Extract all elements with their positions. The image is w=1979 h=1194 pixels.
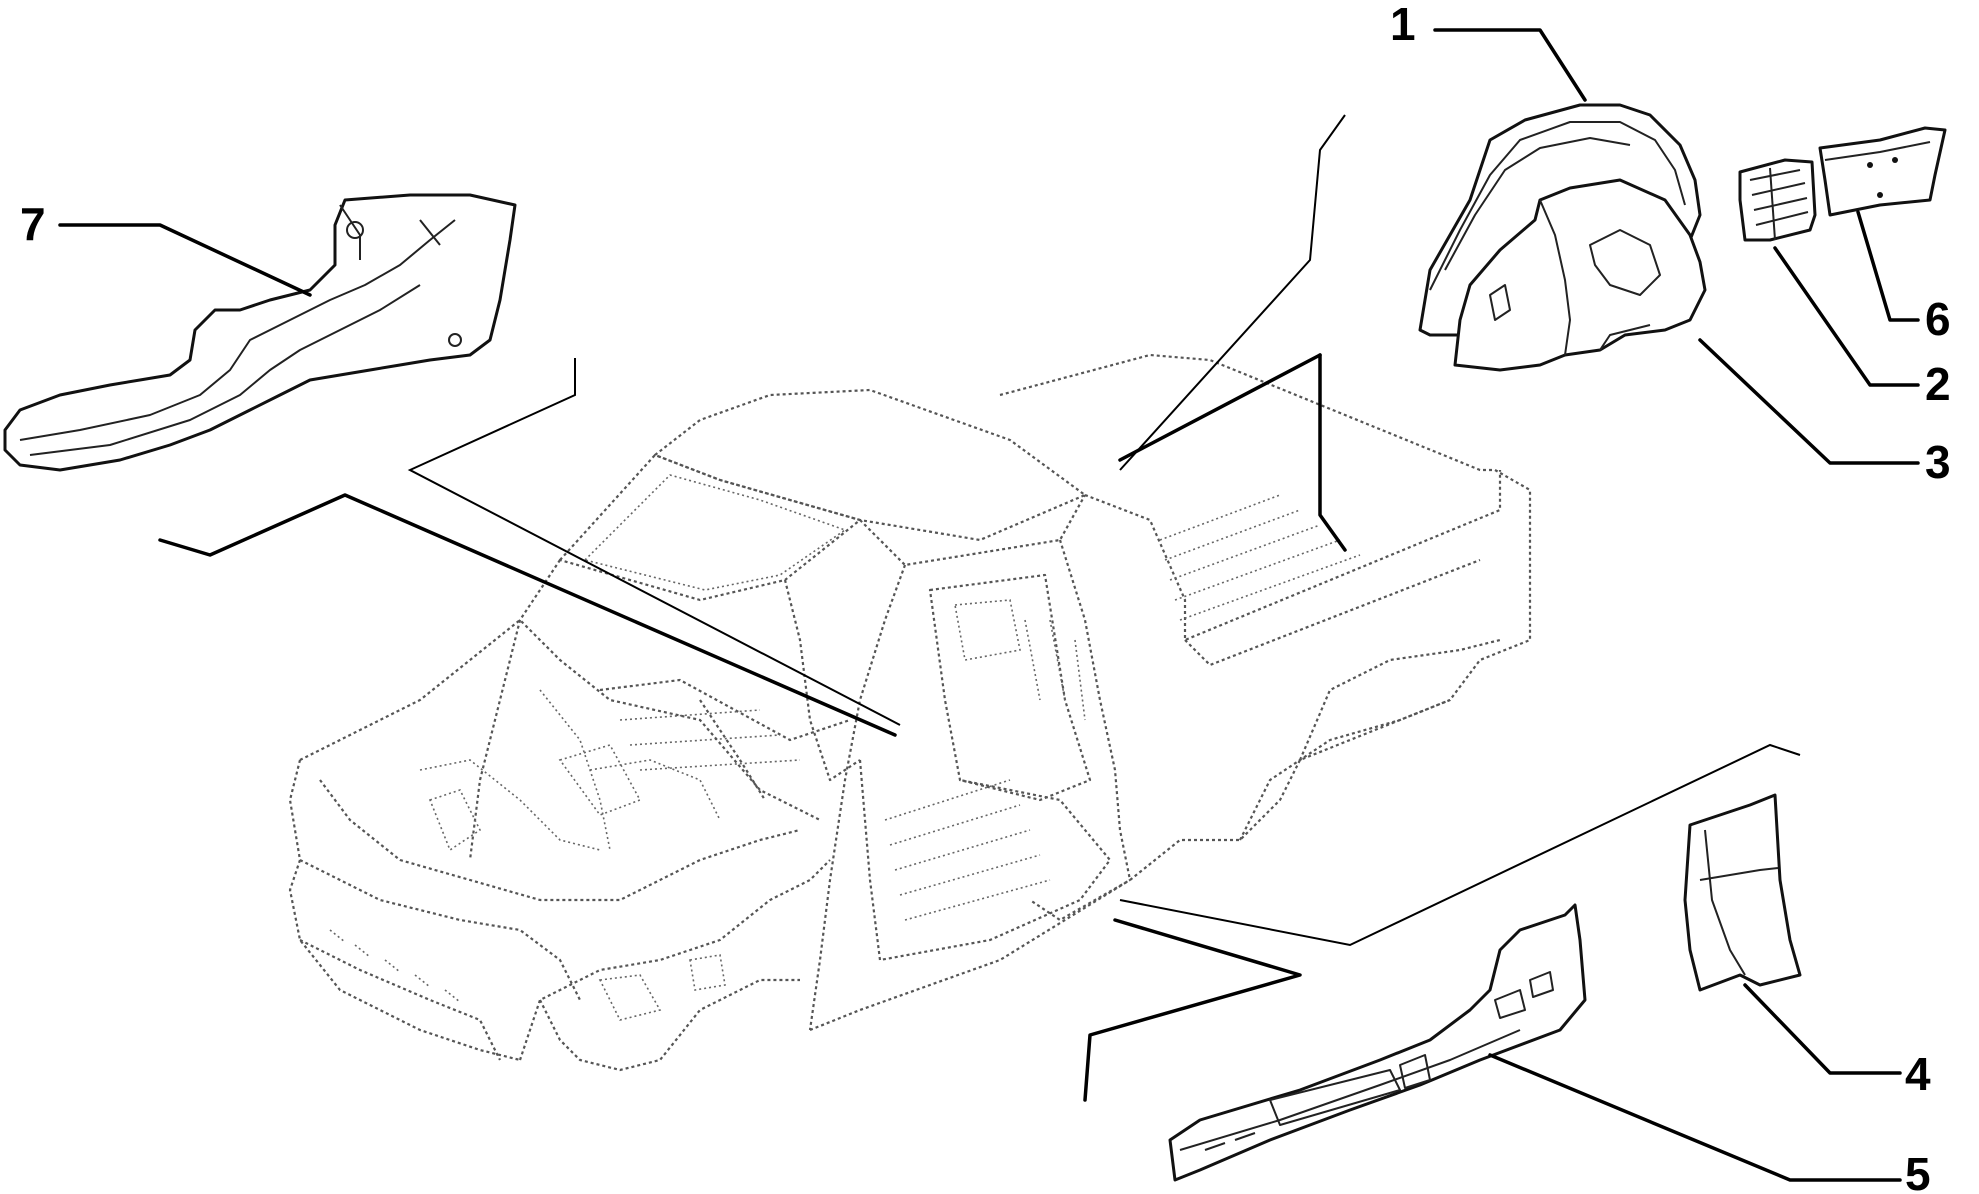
part-3-wheelhouse-inner bbox=[1453, 178, 1707, 372]
part-5-sill-member bbox=[1168, 903, 1587, 1182]
callout-1: 1 bbox=[1390, 0, 1416, 50]
callout-6: 6 bbox=[1925, 293, 1951, 345]
callout-3: 3 bbox=[1925, 436, 1951, 488]
part-2-bracket bbox=[1738, 158, 1817, 242]
part-6-reinforcement-plate bbox=[1818, 126, 1947, 217]
part-7-frame-rail bbox=[3, 193, 517, 472]
part-4-pillar-panel bbox=[1683, 793, 1802, 992]
callout-7: 7 bbox=[20, 198, 46, 250]
callout-2: 2 bbox=[1925, 358, 1951, 410]
callout-5: 5 bbox=[1905, 1148, 1931, 1194]
callout-4: 4 bbox=[1905, 1048, 1931, 1100]
pickup-body-shell bbox=[288, 353, 1532, 1072]
leader-lines bbox=[58, 28, 1920, 1182]
